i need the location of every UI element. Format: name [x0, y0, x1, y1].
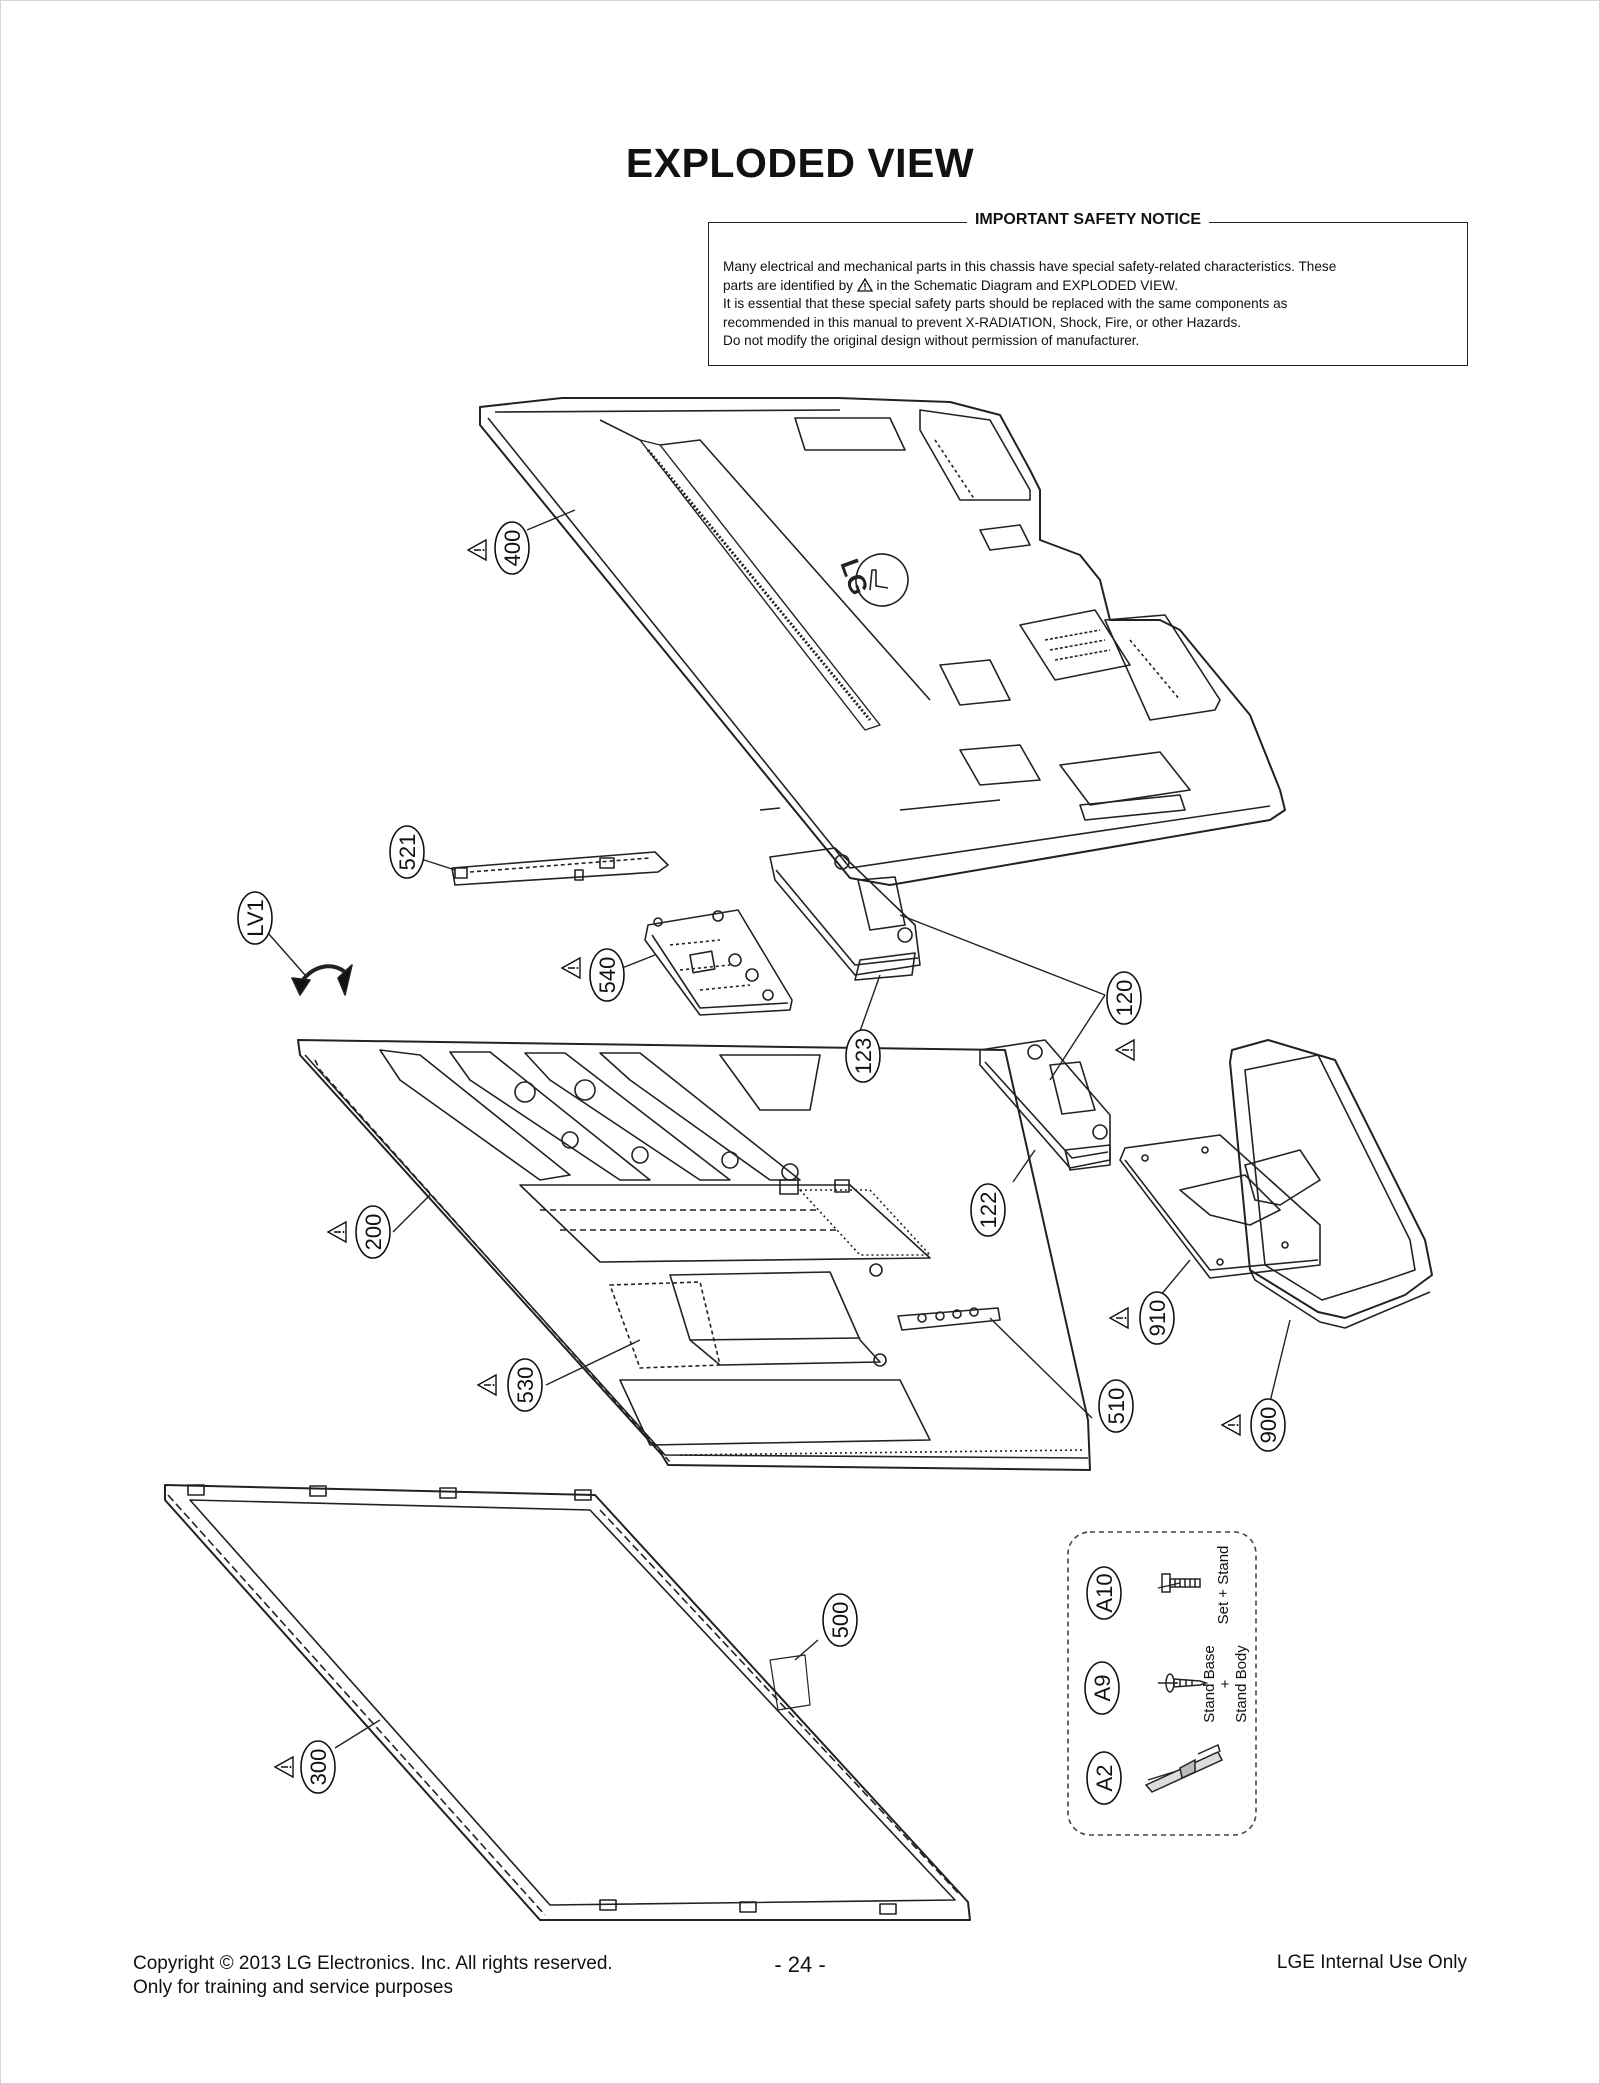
part-label-500: 500 — [822, 1593, 858, 1647]
bracket-part-521 — [451, 851, 669, 886]
safety-notice-body: Many electrical and mechanical parts in … — [723, 258, 1453, 351]
part-label-a2: A2 — [1086, 1751, 1122, 1805]
warning-triangle-icon — [467, 539, 487, 561]
back-cover-logo: LG — [834, 555, 875, 599]
warning-triangle-icon — [477, 1374, 497, 1396]
page-title: EXPLODED VIEW — [625, 140, 975, 186]
part-label-lv1: LV1 — [237, 891, 273, 945]
notice-line-1: Many electrical and mechanical parts in … — [723, 259, 1337, 274]
copyright-text: Copyright © 2013 LG Electronics. Inc. Al… — [133, 1953, 613, 1974]
internal-use-text: LGE Internal Use Only — [1276, 1952, 1467, 1973]
warning-triangle-icon — [1115, 1039, 1135, 1061]
part-number-910: 910 — [1145, 1300, 1170, 1337]
part-label-530: 530 — [507, 1358, 543, 1412]
warning-triangle-icon — [274, 1756, 294, 1778]
main-board-part-540 — [644, 909, 793, 1016]
stand-bracket-part-910 — [1119, 1134, 1321, 1279]
notice-line-4: recommended in this manual to prevent X-… — [723, 314, 1242, 330]
part-number-122: 122 — [976, 1192, 1001, 1229]
notice-line-3: It is essential that these special safet… — [723, 296, 1288, 311]
part-label-510: 510 — [1098, 1379, 1134, 1433]
warning-triangle-icon — [1109, 1307, 1129, 1329]
part-number-530: 530 — [513, 1367, 538, 1404]
part-label-521: 521 — [389, 825, 425, 879]
a9-caption-line-2: + — [1217, 1679, 1234, 1688]
part-number-510: 510 — [1104, 1388, 1129, 1425]
front-bezel-part-300 — [164, 1484, 971, 1921]
part-number-a9: A9 — [1090, 1675, 1115, 1702]
part-number-lv1: LV1 — [243, 899, 268, 937]
page-number: - 24 - — [774, 1952, 826, 1977]
speaker-part-122 — [979, 1039, 1111, 1171]
back-cover-part: LG — [479, 397, 1286, 886]
warning-triangle-icon — [327, 1221, 347, 1243]
part-label-200: 200 — [355, 1205, 391, 1259]
part-label-540: 540 — [589, 948, 625, 1002]
screw-a9-icon — [1165, 1673, 1209, 1693]
part-number-900: 900 — [1256, 1407, 1281, 1444]
notice-line-2-start: parts are identified by — [723, 277, 853, 293]
part-label-a9: A9 — [1084, 1661, 1120, 1715]
safety-notice-title: IMPORTANT SAFETY NOTICE — [966, 211, 1210, 229]
clip-a2-icon — [1144, 1743, 1224, 1793]
screw-accessory-box — [1067, 1531, 1257, 1836]
part-number-200: 200 — [361, 1214, 386, 1251]
part-number-a2: A2 — [1092, 1765, 1117, 1792]
part-label-400: 400 — [494, 521, 530, 575]
footer-left: Copyright © 2013 LG Electronics. Inc. Al… — [133, 1952, 613, 2000]
purpose-text: Only for training and service purposes — [133, 1977, 453, 1998]
part-number-500: 500 — [828, 1602, 853, 1639]
part-label-123: 123 — [845, 1029, 881, 1083]
part-number-123: 123 — [851, 1038, 876, 1075]
notice-line-2-end: in the Schematic Diagram and EXPLODED VI… — [876, 277, 1178, 293]
warning-triangle-icon — [561, 957, 581, 979]
notice-line-5: Do not modify the original design withou… — [723, 333, 1140, 348]
part-label-120: 120 — [1106, 971, 1142, 1025]
a9-caption-line-3: Stand Body — [1233, 1645, 1250, 1723]
warning-triangle-icon — [1221, 1414, 1241, 1436]
a10-caption: Set + Stand — [1215, 1546, 1232, 1625]
part-label-300: 300 — [300, 1740, 336, 1794]
lv1-rotate-arrow-icon — [291, 964, 353, 996]
part-label-a10: A10 — [1086, 1566, 1122, 1620]
screw-a10-icon — [1161, 1573, 1201, 1593]
part-label-900: 900 — [1250, 1398, 1286, 1452]
part-number-540: 540 — [595, 957, 620, 994]
safety-notice-box: IMPORTANT SAFETY NOTICE Many electrical … — [708, 211, 1468, 366]
rear-frame-part-200 — [297, 1039, 1091, 1471]
part-number-521: 521 — [395, 834, 420, 871]
warning-triangle-icon — [856, 277, 873, 292]
part-label-910: 910 — [1139, 1291, 1175, 1345]
part-label-122: 122 — [970, 1183, 1006, 1237]
stand-base-part-900 — [1229, 1039, 1433, 1329]
part-number-120: 120 — [1112, 980, 1137, 1017]
notice-line-2: parts are identified by in the Schematic… — [723, 277, 1453, 296]
speaker-part-123 — [769, 847, 921, 981]
part-number-300: 300 — [306, 1749, 331, 1786]
part-number-a10: A10 — [1092, 1573, 1117, 1612]
a9-caption-line-1: Stand Base — [1201, 1645, 1218, 1723]
part-number-400: 400 — [500, 530, 525, 567]
